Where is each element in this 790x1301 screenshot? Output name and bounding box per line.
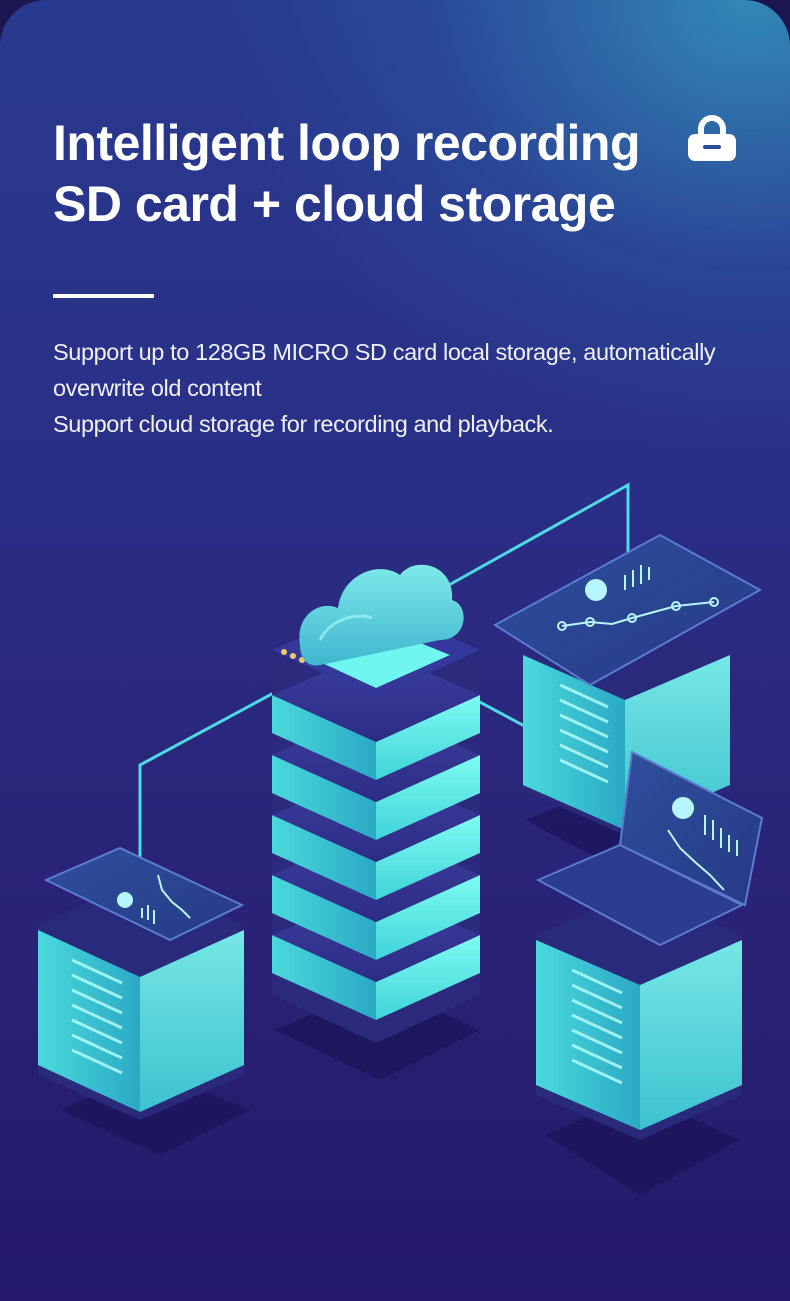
left-server-block: [38, 846, 245, 1120]
headline-line-1: Intelligent loop recording: [53, 115, 641, 171]
feature-description: Support up to 128GB MICRO SD card local …: [53, 334, 768, 442]
right-top-server-vents: [559, 683, 609, 784]
left-screen-chart: [117, 874, 191, 924]
description-line-1: Support up to 128GB MICRO SD card local …: [53, 339, 716, 401]
central-server-tower: [272, 600, 480, 1043]
title-divider: [53, 294, 154, 298]
right-bottom-server-vents: [571, 968, 623, 1085]
right-top-screen-chart: [557, 565, 719, 631]
laptop-screen-chart: [667, 797, 738, 891]
right-bottom-server-block: [535, 750, 764, 1140]
left-server-vents: [71, 958, 123, 1075]
headline: Intelligent loop recording SD card + clo…: [53, 113, 641, 235]
tower-units: [272, 650, 480, 1020]
description-line-2: Support cloud storage for recording and …: [53, 411, 554, 437]
cloud-server-network-illustration: [38, 482, 764, 1195]
tower-status-leds: [281, 649, 305, 663]
cloud-icon: [299, 564, 464, 666]
lock-icon: [688, 115, 736, 161]
headline-line-2: SD card + cloud storage: [53, 176, 616, 232]
